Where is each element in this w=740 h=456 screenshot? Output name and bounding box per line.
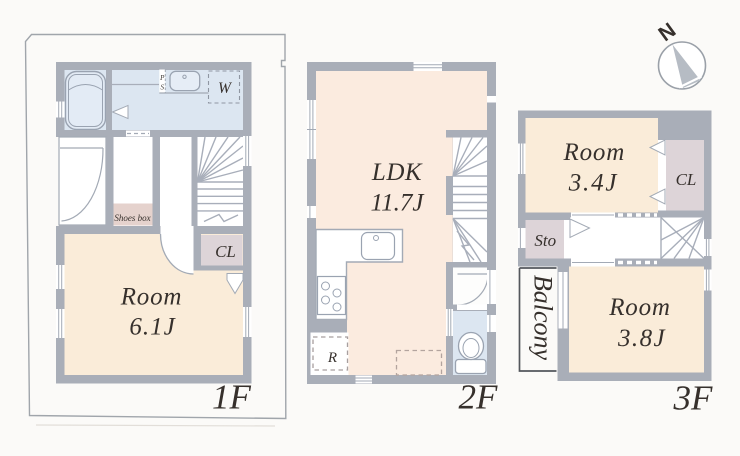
svg-text:P: P [159, 74, 165, 82]
svg-text:2F: 2F [459, 378, 499, 417]
svg-text:Room: Room [608, 294, 671, 321]
svg-text:Balcony: Balcony [529, 275, 558, 361]
svg-text:6.1J: 6.1J [129, 314, 176, 341]
svg-text:CL: CL [676, 170, 697, 189]
svg-text:1F: 1F [212, 378, 252, 417]
svg-text:R: R [327, 350, 337, 366]
svg-text:3F: 3F [673, 379, 714, 418]
svg-text:S: S [161, 84, 165, 92]
svg-text:Shoes box: Shoes box [114, 213, 150, 223]
svg-text:Room: Room [563, 139, 626, 166]
svg-text:CL: CL [215, 242, 236, 261]
svg-text:LDK: LDK [371, 159, 423, 186]
svg-text:W: W [218, 80, 233, 97]
svg-text:3.4J: 3.4J [568, 170, 619, 197]
svg-text:3.8J: 3.8J [617, 325, 666, 352]
svg-text:Room: Room [120, 284, 183, 311]
svg-text:11.7J: 11.7J [371, 190, 426, 217]
svg-text:Sto: Sto [534, 231, 556, 250]
